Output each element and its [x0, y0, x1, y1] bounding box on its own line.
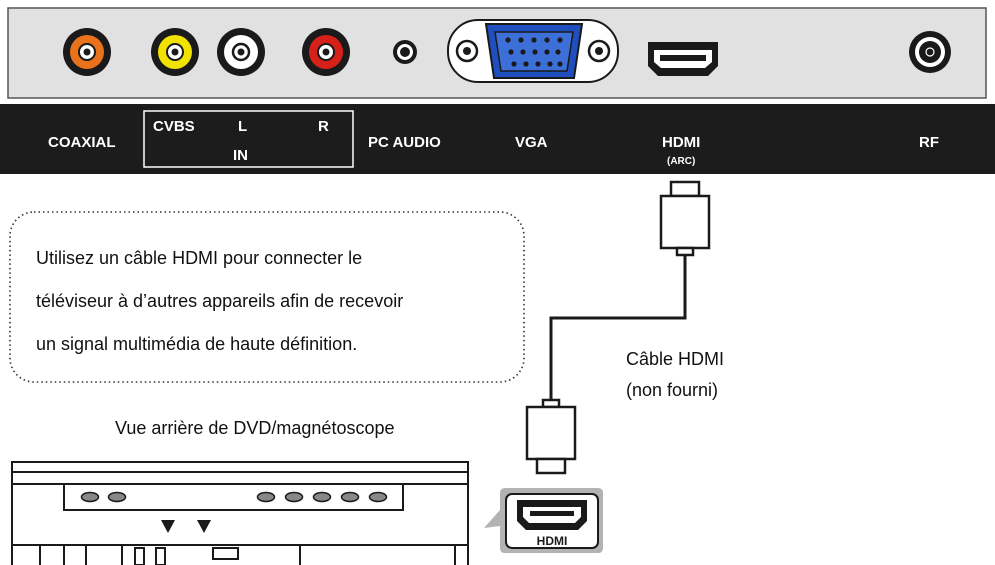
audio-left-jack-icon: [217, 28, 265, 76]
cable-bottom-plug-tip: [535, 457, 567, 475]
audio-left-label: L: [238, 118, 247, 135]
coaxial-jack-icon: [63, 28, 111, 76]
cable-label: Câble HDMI: [626, 349, 724, 369]
vga-label: VGA: [515, 134, 548, 151]
audio-right-jack-icon: [302, 28, 350, 76]
device-arrow-right-icon: [197, 520, 211, 533]
pc-audio-jack-icon: [393, 40, 417, 64]
vga-port-icon: [447, 19, 619, 83]
coaxial-label: COAXIAL: [48, 134, 116, 151]
rf-jack-icon: [909, 31, 951, 73]
connector-label-bar: COAXIAL CVBS L R IN PC AUDIO VGA HDMI (A…: [0, 104, 995, 174]
device-hdmi-label: HDMI: [537, 534, 568, 548]
note-line-1: Utilisez un câble HDMI pour connecter le: [36, 248, 362, 268]
tv-connector-panel: [7, 7, 987, 99]
info-note-box: [9, 211, 525, 383]
cable-wire: [549, 255, 687, 400]
label-bar-background: [0, 104, 995, 174]
device-hdmi-port-icon: [517, 500, 587, 530]
device-outline: [11, 461, 469, 565]
pc-audio-label: PC AUDIO: [368, 134, 441, 151]
hdmi-port-icon: [648, 42, 718, 76]
device-hdmi-callout: HDMI: [484, 488, 603, 553]
cvbs-label: CVBS: [153, 118, 195, 135]
input-group-box: [143, 110, 354, 168]
device-arrow-left-icon: [161, 520, 175, 533]
hdmi-arc-label: (ARC): [667, 156, 695, 167]
cable-top-plug-tip: [669, 180, 701, 198]
cable-top-strain-relief: [675, 246, 695, 257]
cable-top-plug-body: [659, 194, 711, 250]
audio-right-label: R: [318, 118, 329, 135]
dvd-vcr-rear-panel: [11, 461, 469, 565]
hdmi-label: HDMI: [662, 134, 700, 151]
device-caption: Vue arrière de DVD/magnétoscope: [115, 418, 394, 438]
rf-label: RF: [919, 134, 939, 151]
cvbs-jack-icon: [151, 28, 199, 76]
note-line-3: un signal multimédia de haute définition…: [36, 334, 357, 354]
cable-bottom-plug-body: [525, 405, 577, 461]
input-label: IN: [233, 147, 248, 164]
note-line-2: téléviseur à d’autres appareils afin de …: [36, 291, 403, 311]
cable-note: (non fourni): [626, 380, 718, 400]
hdmi-cable: [525, 180, 711, 475]
